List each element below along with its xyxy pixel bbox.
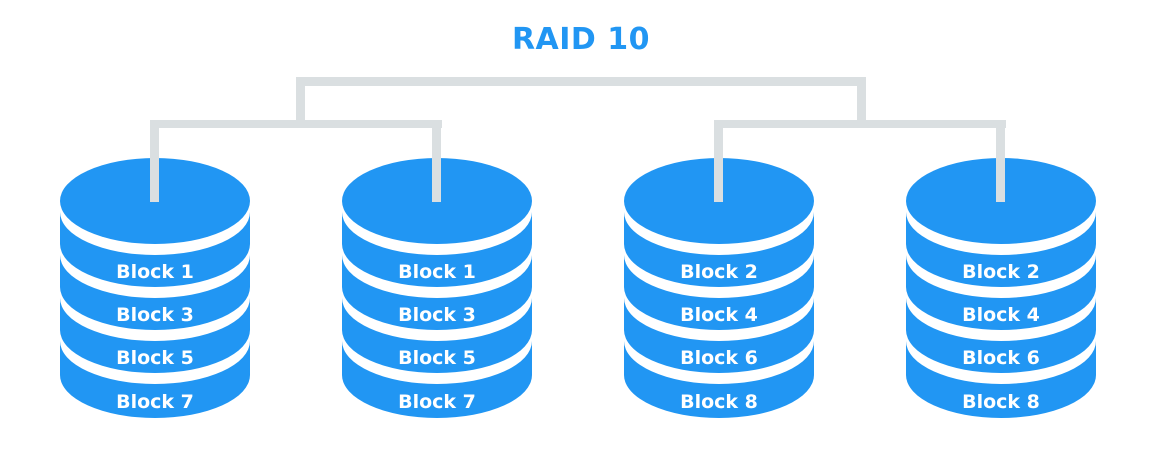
disk-1: Block 1 Block 3 Block 5 Block 7 <box>60 158 250 418</box>
disk-3-block-label: Block 8 <box>680 391 758 413</box>
disk-3-band-1 <box>624 212 814 287</box>
disk-1-band-1 <box>60 212 250 287</box>
disk-3-block-label: Block 4 <box>680 304 758 326</box>
disk-2-band-1 <box>342 212 532 287</box>
disk-2-block-label: Block 1 <box>398 261 476 283</box>
disk-2-band-4 <box>342 341 532 418</box>
connector-drop-disk-2 <box>432 120 441 202</box>
disk-1-band-3 <box>60 298 250 373</box>
diagram-title: RAID 10 <box>511 22 651 57</box>
disk-2-band-3 <box>342 298 532 373</box>
connector-left-riser <box>296 77 305 128</box>
connector-pair-2-bar <box>715 120 1006 128</box>
disk-1-block-label: Block 1 <box>116 261 194 283</box>
disk-1-block-label: Block 7 <box>116 391 194 413</box>
disk-3-band-4 <box>624 341 814 418</box>
connector-pair-1-bar <box>150 120 442 128</box>
disk-4-band-2 <box>906 255 1096 330</box>
disk-4-block-label: Block 8 <box>962 391 1040 413</box>
disk-1-band-2 <box>60 255 250 330</box>
connector-lines <box>150 77 1006 202</box>
disk-4-band-3 <box>906 298 1096 373</box>
connector-right-riser <box>857 77 866 128</box>
disk-2-band-2 <box>342 255 532 330</box>
disk-3-band-3 <box>624 298 814 373</box>
disk-4-block-label: Block 2 <box>962 261 1040 283</box>
disk-2: Block 1 Block 3 Block 5 Block 7 <box>342 158 532 418</box>
disk-2-block-label: Block 7 <box>398 391 476 413</box>
disk-3-block-label: Block 2 <box>680 261 758 283</box>
disk-1-band-4 <box>60 341 250 418</box>
disk-3: Block 2 Block 4 Block 6 Block 8 <box>624 158 814 418</box>
disk-4-block-label: Block 4 <box>962 304 1040 326</box>
connector-drop-disk-4 <box>996 120 1005 202</box>
disk-4-band-4 <box>906 341 1096 418</box>
disk-2-block-label: Block 5 <box>398 347 476 369</box>
disk-1-block-label: Block 3 <box>116 304 194 326</box>
disk-3-block-label: Block 6 <box>680 347 758 369</box>
disk-3-band-2 <box>624 255 814 330</box>
connector-drop-disk-1 <box>150 120 159 202</box>
disk-4-block-label: Block 6 <box>962 347 1040 369</box>
connector-top-bar <box>296 77 866 86</box>
connector-drop-disk-3 <box>714 120 723 202</box>
disk-4-band-1 <box>906 212 1096 287</box>
disk-1-block-label: Block 5 <box>116 347 194 369</box>
disk-2-block-label: Block 3 <box>398 304 476 326</box>
